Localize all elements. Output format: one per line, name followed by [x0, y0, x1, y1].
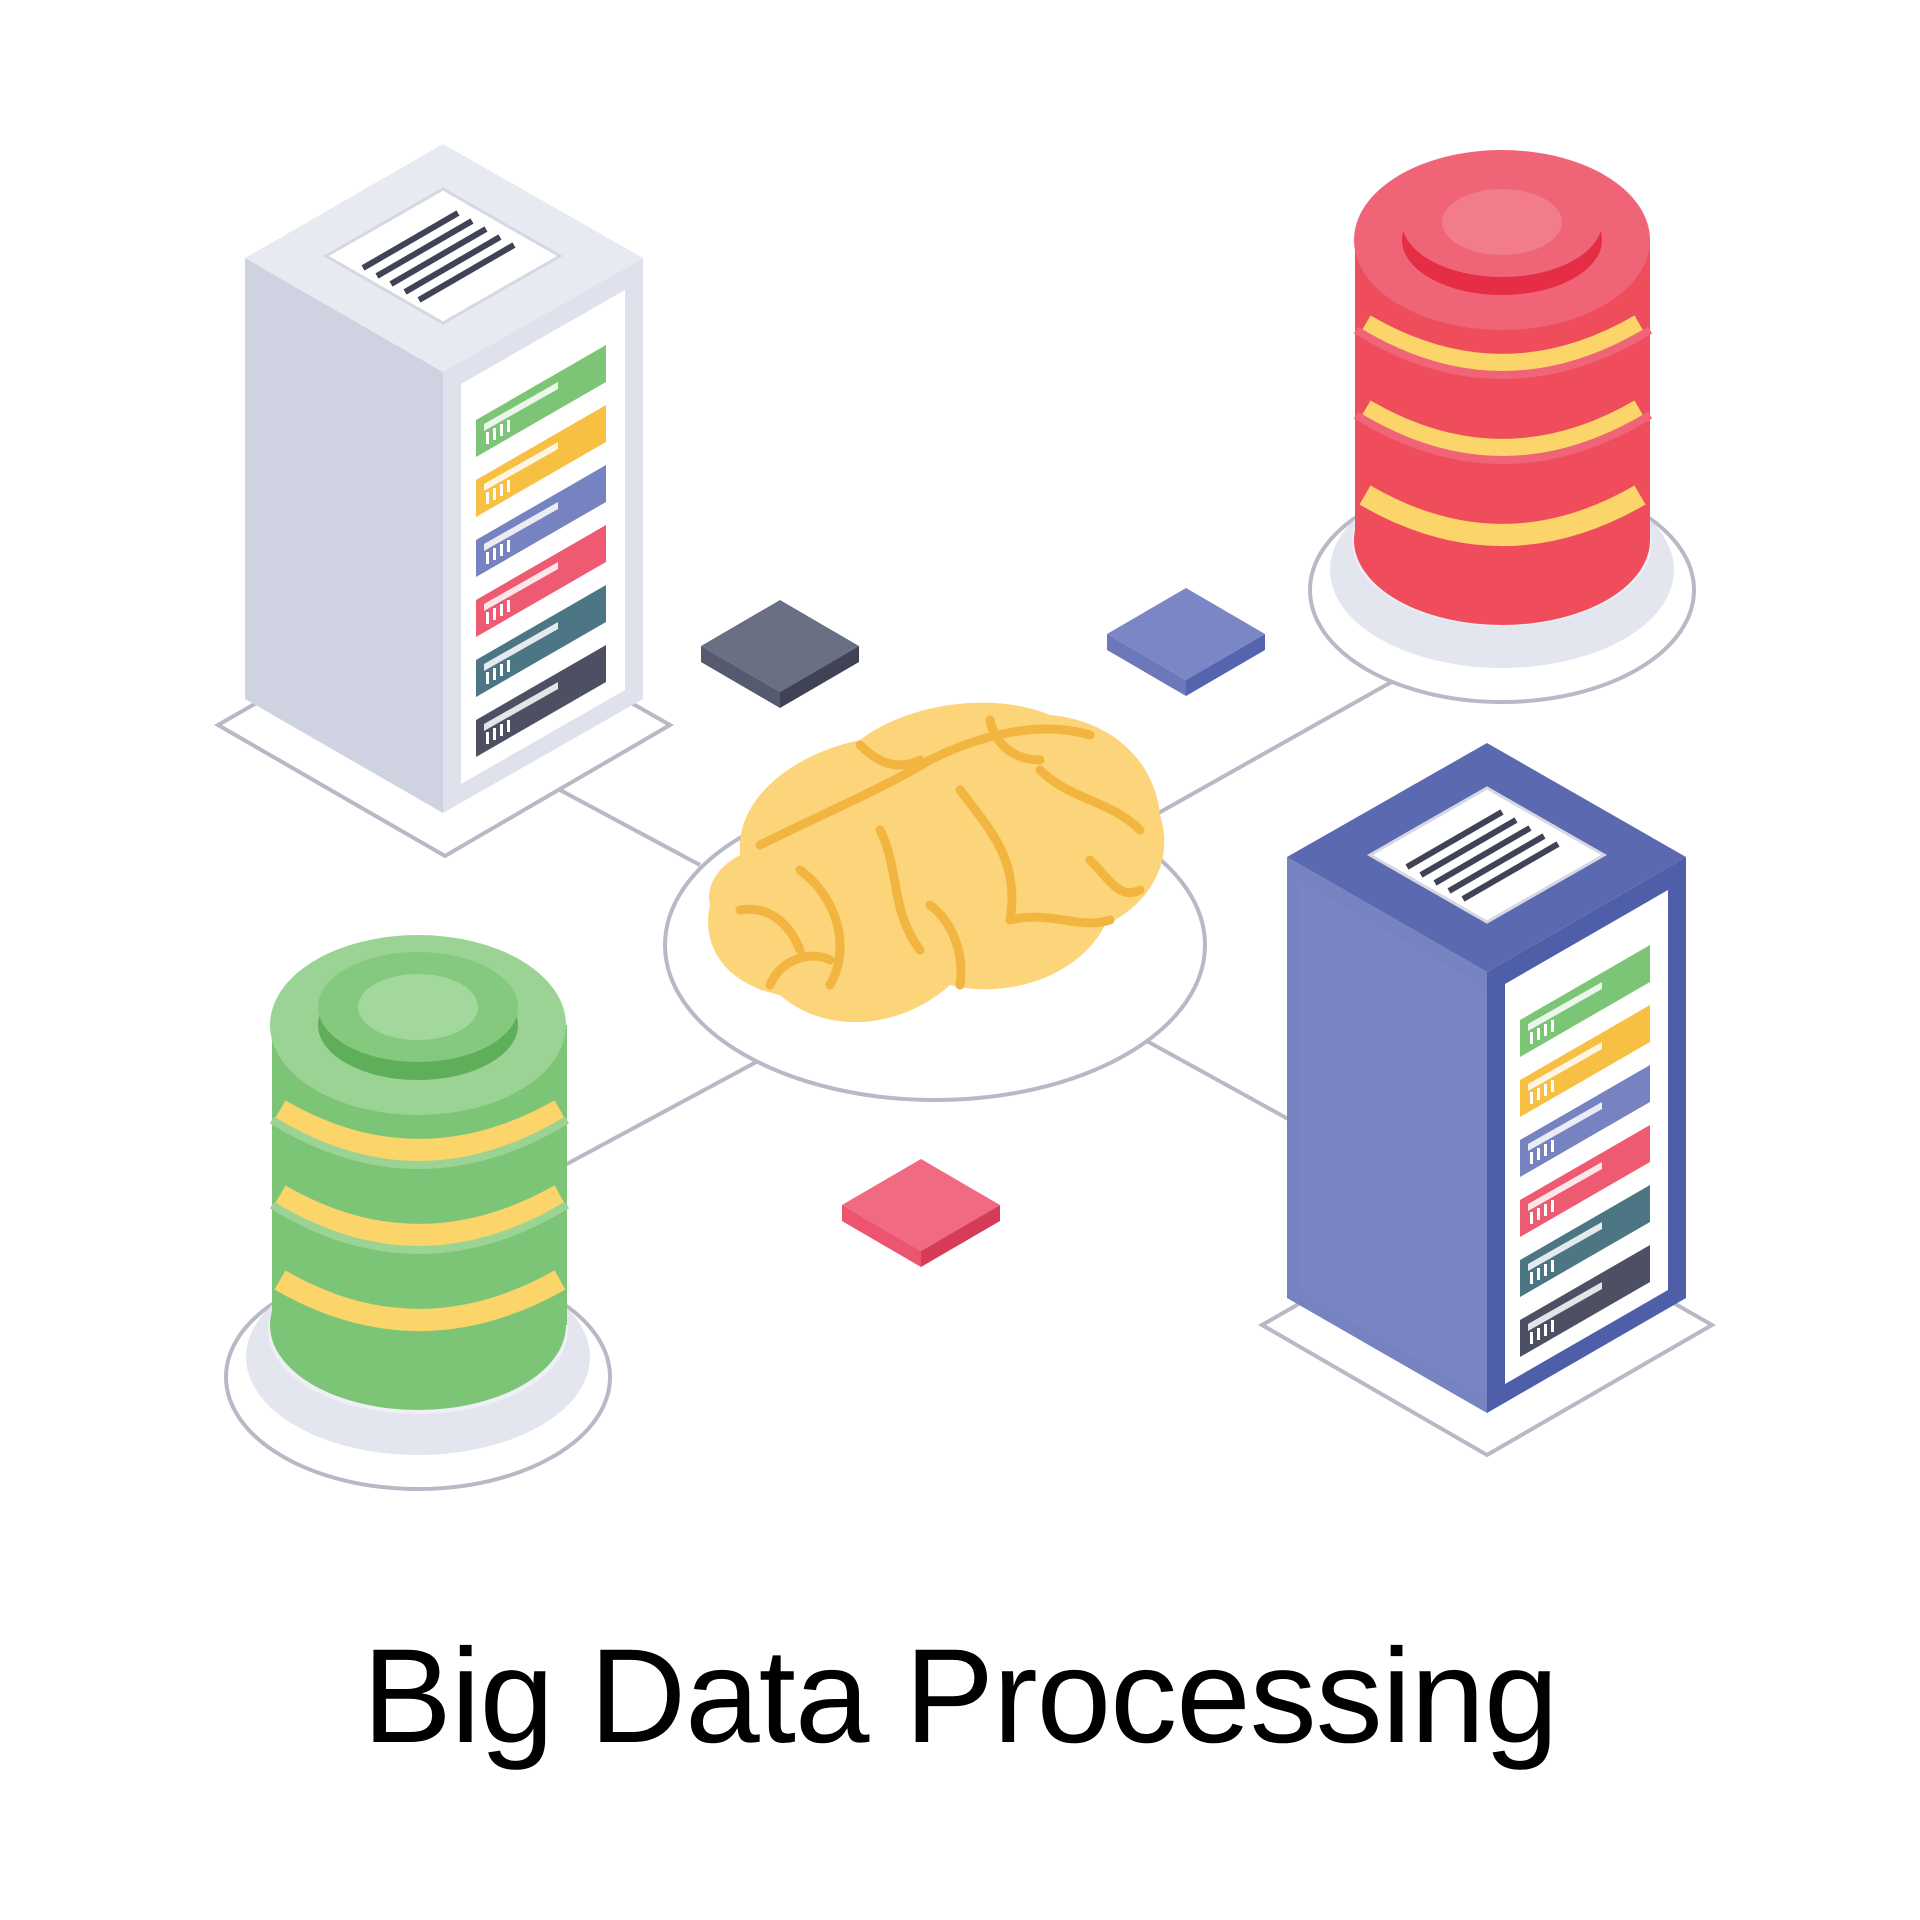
- data-tile-icon: [842, 1159, 1000, 1267]
- connector-line: [559, 788, 701, 867]
- database-icon: [1308, 150, 1696, 704]
- data-tile-icon: [701, 600, 859, 708]
- brain-icon: [708, 702, 1165, 1023]
- server-rack-icon: [213, 144, 675, 859]
- data-tile-icon: [1107, 588, 1265, 696]
- connector-line: [1144, 1038, 1291, 1122]
- brain-node: [663, 702, 1207, 1102]
- illustration-caption: Big Data Processing: [362, 1622, 1558, 1771]
- server-rack-icon: [1257, 743, 1717, 1458]
- connector-line: [1154, 678, 1396, 817]
- connector-line: [564, 1058, 761, 1167]
- database-icon: [224, 935, 612, 1491]
- connection-lines: [559, 678, 1396, 1167]
